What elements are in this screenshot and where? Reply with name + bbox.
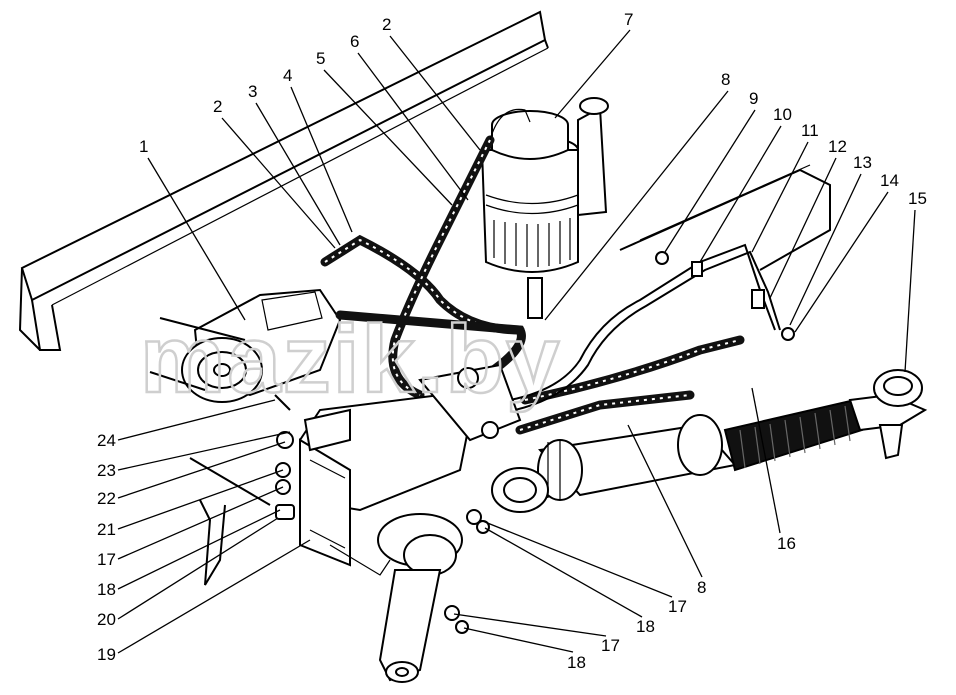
leader-line (904, 209, 916, 373)
power-steering-pump (149, 288, 342, 403)
leader-line (117, 469, 284, 530)
callout-7: 7 (624, 10, 633, 29)
tie-rod-end (848, 369, 928, 460)
callout-18b: 18 (567, 653, 586, 672)
leader-line (290, 86, 353, 233)
leader-line (699, 125, 782, 263)
leader-line (453, 613, 607, 637)
oil-reservoir (480, 97, 609, 319)
callout-22: 22 (97, 489, 116, 508)
callout-12: 12 (828, 137, 847, 156)
callout-17a: 17 (668, 597, 687, 616)
callout-17c: 17 (97, 550, 116, 569)
leader-line (117, 431, 291, 471)
callout-4: 4 (283, 66, 292, 85)
leader-line (554, 29, 631, 119)
callout-1: 1 (139, 137, 148, 156)
callout-10: 10 (773, 105, 792, 124)
callout-8b: 8 (697, 578, 706, 597)
leader-lines (117, 29, 916, 654)
leader-line (463, 627, 574, 653)
leader-line (479, 519, 673, 598)
callout-2a: 2 (213, 97, 222, 116)
leader-line (255, 102, 341, 246)
leader-line (627, 424, 703, 578)
pitman-arm (377, 513, 463, 683)
callout-3: 3 (248, 82, 257, 101)
leader-line (751, 387, 781, 534)
steering-gear-housing (276, 363, 522, 576)
leader-line (117, 399, 276, 441)
callout-23: 23 (97, 461, 116, 480)
leader-line (544, 90, 729, 321)
rubber-boot (723, 398, 864, 472)
leader-line (147, 157, 246, 321)
callout-13: 13 (853, 153, 872, 172)
leader-line (117, 517, 279, 620)
leader-line (484, 527, 643, 618)
callout-14: 14 (880, 171, 899, 190)
callout-15: 15 (908, 189, 927, 208)
callout-6: 6 (350, 32, 359, 51)
hoses (320, 108, 745, 435)
watermark-logo: mazik.by (140, 306, 562, 413)
leader-line (769, 157, 837, 299)
leader-line (389, 35, 481, 151)
power-cylinder (491, 414, 737, 513)
frame-rail (18, 10, 831, 586)
leader-line (664, 109, 756, 253)
callout-19: 19 (97, 645, 116, 664)
callout-17b: 17 (601, 636, 620, 655)
callout-5: 5 (316, 49, 325, 68)
leader-line (323, 69, 453, 206)
leader-line (117, 486, 284, 560)
callout-2b: 2 (382, 15, 391, 34)
callout-20: 20 (97, 610, 116, 629)
callout-labels: 1 2 2 3 4 5 6 7 8 9 10 11 12 13 14 15 16… (97, 10, 927, 672)
leader-line (117, 539, 311, 654)
leader-line (117, 509, 281, 590)
leader-line (751, 141, 809, 253)
callout-21: 21 (97, 520, 116, 539)
leader-line (789, 173, 862, 326)
callout-16: 16 (777, 534, 796, 553)
rigid-tubes (509, 243, 781, 411)
callout-18a: 18 (636, 617, 655, 636)
callout-9: 9 (749, 89, 758, 108)
leader-line (794, 191, 889, 333)
callout-18c: 18 (97, 580, 116, 599)
callout-24: 24 (97, 431, 116, 450)
leader-line (221, 117, 336, 249)
callout-8a: 8 (721, 70, 730, 89)
leader-line (117, 441, 286, 499)
leader-line (357, 52, 469, 201)
callout-11: 11 (801, 121, 819, 140)
